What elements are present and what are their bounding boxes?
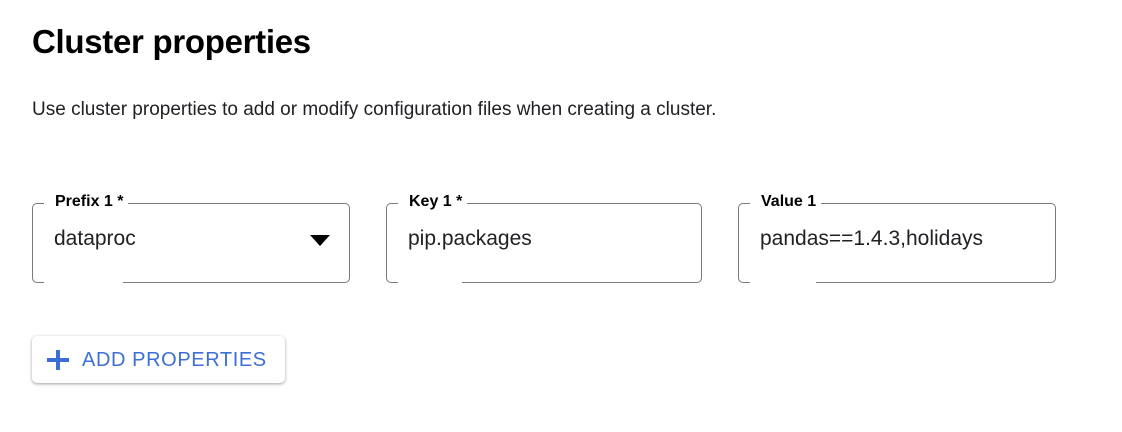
field-prefix-1[interactable]: Prefix 1 * dataproc	[32, 192, 350, 283]
add-properties-button[interactable]: ADD PROPERTIES	[32, 336, 285, 383]
outline-leading	[32, 203, 44, 283]
field-value-value-1[interactable]: pandas==1.4.3,holidays	[760, 227, 984, 250]
field-label-key-1: Key 1 *	[405, 192, 468, 212]
plus-icon	[47, 349, 69, 371]
chevron-down-icon[interactable]	[310, 235, 330, 246]
field-value-prefix-1[interactable]: dataproc	[54, 227, 136, 250]
page-description: Use cluster properties to add or modify …	[32, 99, 717, 120]
add-properties-button-label: ADD PROPERTIES	[82, 348, 267, 371]
field-label-prefix-1: Prefix 1 *	[51, 192, 129, 212]
field-value-key-1[interactable]: pip.packages	[408, 227, 532, 250]
field-label-value-1: Value 1	[757, 192, 822, 212]
outline-leading	[738, 203, 750, 283]
field-key-1[interactable]: Key 1 * pip.packages	[386, 192, 702, 283]
page-title: Cluster properties	[32, 23, 311, 60]
field-value-1[interactable]: Value 1 pandas==1.4.3,holidays	[738, 192, 1056, 283]
properties-row: Prefix 1 * dataproc Key 1 * pip.packages…	[32, 192, 1092, 285]
outline-leading	[386, 203, 398, 283]
